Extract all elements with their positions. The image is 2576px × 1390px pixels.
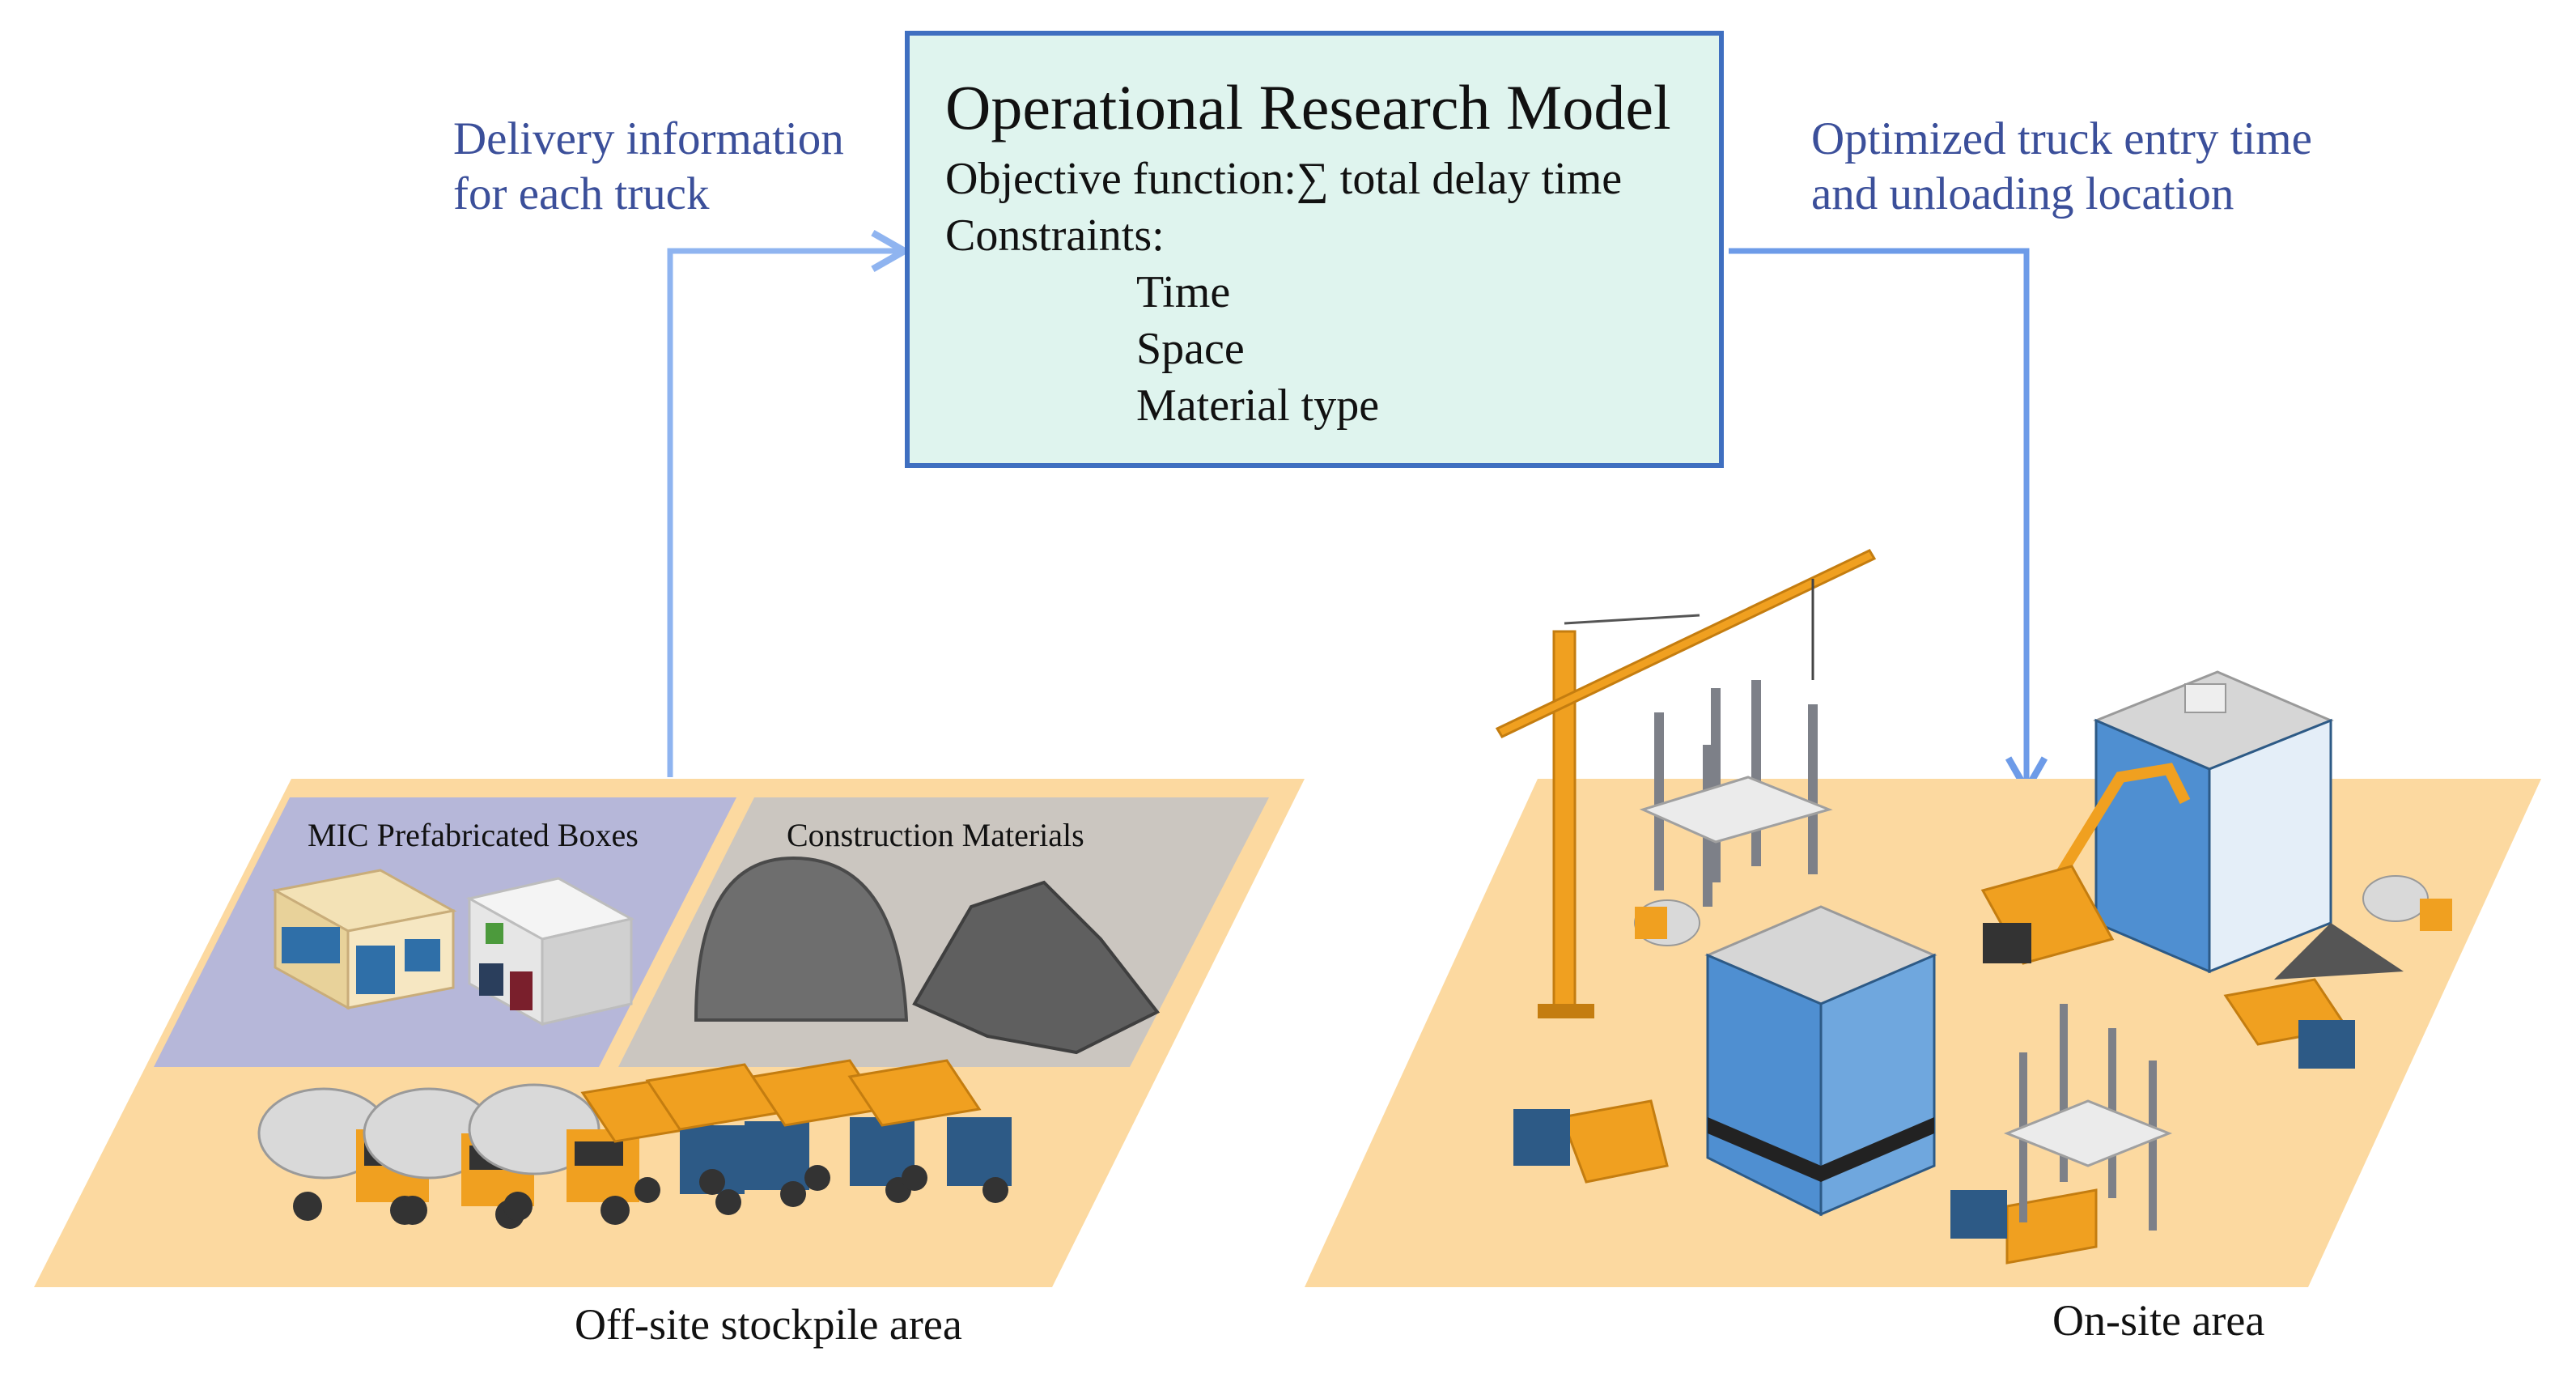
material-pile-rough xyxy=(912,880,1161,1055)
dump-truck-left xyxy=(1513,1099,1669,1184)
left-flow-label: Delivery information for each truck xyxy=(453,112,844,223)
offsite-truck-fleet xyxy=(257,1059,1012,1229)
building-frame-lower xyxy=(2003,1004,2173,1231)
left-flow-arrow xyxy=(667,229,912,777)
dump-truck-right xyxy=(2223,978,2355,1069)
glass-building-center xyxy=(1704,905,1937,1217)
constraint-space: Space xyxy=(1136,324,1245,374)
glass-building-right xyxy=(2093,670,2334,974)
right-flow-arrow xyxy=(1729,248,2048,797)
mic-panel-label: MIC Prefabricated Boxes xyxy=(308,817,639,853)
materials-panel-label: Construction Materials xyxy=(787,817,1084,853)
tower-crane xyxy=(1495,549,1877,1018)
mic-box-tan xyxy=(271,869,457,1010)
right-flow-line2: and unloading location xyxy=(1811,168,2234,220)
constraint-time: Time xyxy=(1136,267,1231,317)
model-title: Operational Research Model xyxy=(945,72,1671,142)
constraint-material-type: Material type xyxy=(1136,380,1380,431)
mixer-truck-left xyxy=(1634,899,1700,946)
operational-research-model-box: Operational Research Model Objective fun… xyxy=(905,31,1724,468)
concrete-pump-truck xyxy=(1980,763,2191,965)
model-constraints-label: Constraints: xyxy=(945,210,1165,261)
left-flow-line2: for each truck xyxy=(453,168,710,220)
offsite-area-label: Off-site stockpile area xyxy=(575,1300,962,1349)
right-flow-label: Optimized truck entry time and unloading… xyxy=(1811,112,2312,223)
mixer-truck-right xyxy=(2362,875,2452,931)
onsite-material-pile xyxy=(2274,923,2404,980)
model-objective: Objective function:∑ total delay time xyxy=(945,154,1623,204)
dump-truck-bottom xyxy=(1950,1188,2098,1265)
onsite-area-label: On-site area xyxy=(2052,1296,2265,1345)
right-flow-line1: Optimized truck entry time xyxy=(1811,113,2312,164)
material-pile-round xyxy=(694,856,909,1022)
mic-box-white xyxy=(465,877,635,1027)
left-flow-line1: Delivery information xyxy=(453,113,844,164)
building-frame-upper xyxy=(1639,680,1833,907)
